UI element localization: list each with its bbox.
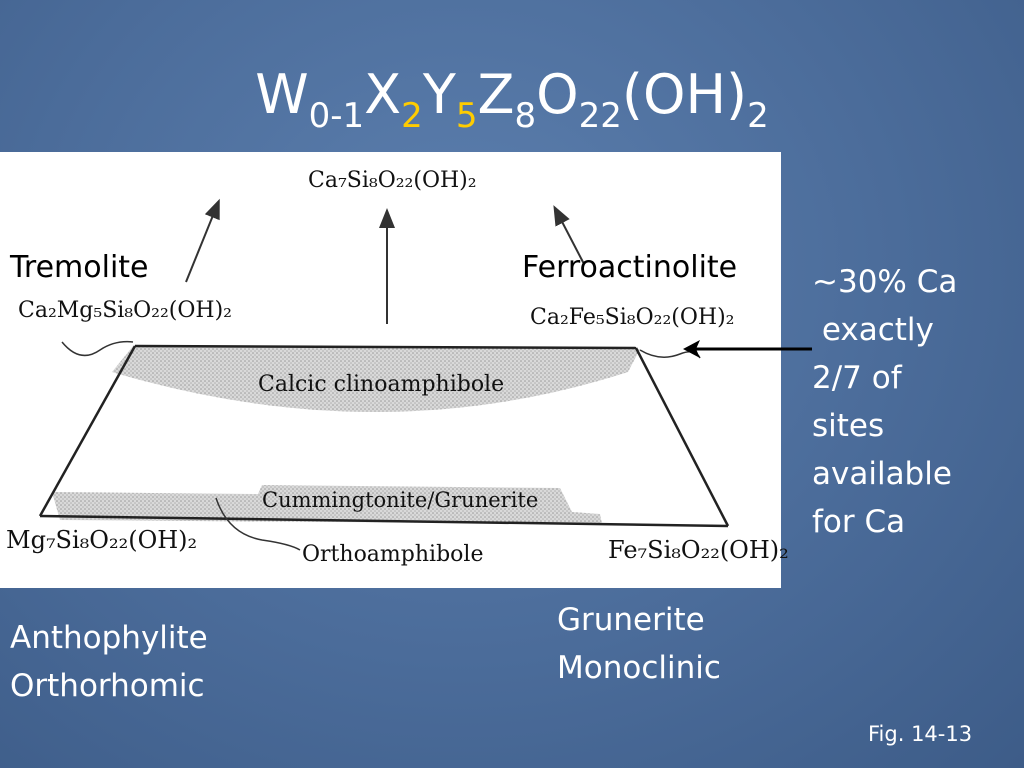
right-edge (634, 347, 730, 527)
note-arrow (683, 340, 812, 358)
bottom-edge (39, 514, 729, 528)
anthophylite-label: Anthophylite (10, 620, 208, 656)
figure-reference: Fig. 14-13 (868, 722, 973, 746)
title-sub-z: 8 (514, 96, 537, 136)
title-oh: (OH) (621, 63, 748, 126)
calcic-band (112, 346, 640, 412)
title-sub-oh: 2 (747, 96, 769, 136)
slide-title: W0-1X2Y5Z8O22(OH)2 (0, 60, 1024, 133)
note-line-2: exactly (812, 312, 934, 348)
title-sub-y: 5 (455, 96, 478, 136)
tremolite-label: Tremolite (10, 250, 149, 285)
note-line-4: sites (812, 408, 885, 444)
ca-note: ~30% Ca exactly 2/7 of sites available f… (812, 258, 1012, 546)
arrow-right (553, 205, 585, 265)
title-x: X (364, 63, 402, 126)
calcic-label: Calcic clinoamphibole (258, 372, 505, 397)
note-line-6: for Ca (812, 504, 906, 540)
cummingtonite-label: Cummingtonite/Grunerite (262, 488, 539, 512)
orthoamphibole-label: Orthoamphibole (302, 542, 484, 567)
left-edge (38, 345, 137, 517)
title-sub-o: 22 (578, 96, 622, 136)
title-o: O (536, 63, 579, 126)
note-line-5: available (812, 456, 952, 492)
leader-ortho (215, 497, 301, 551)
monoclinic-label: Monoclinic (557, 650, 721, 686)
ferroactinolite-label: Ferroactinolite (522, 250, 738, 285)
arrow-left (185, 198, 220, 283)
title-z: Z (477, 63, 515, 126)
amphibole-diagram: Ca₇Si₈O₂₂(OH)₂ Ca₂Mg₅Si₈O₂₂(OH)₂ Ca₂Fe₅S… (0, 152, 789, 588)
title-sub-x: 2 (401, 96, 423, 136)
leader-left-top (61, 340, 134, 357)
formula-fe-end: Fe₇Si₈O₂₂(OH)₂ (608, 536, 789, 564)
top-edge (134, 344, 637, 350)
diagram-graphics (38, 198, 730, 551)
note-line-1: ~30% Ca (812, 264, 958, 300)
formula-top: Ca₇Si₈O₂₂(OH)₂ (308, 168, 477, 193)
formula-mg-end: Mg₇Si₈O₂₂(OH)₂ (6, 526, 198, 554)
title-w: W (255, 63, 309, 126)
grunerite-label: Grunerite (557, 602, 705, 638)
title-y: Y (422, 63, 456, 126)
cummingtonite-band (52, 485, 602, 524)
title-sub-w: 0-1 (308, 96, 365, 136)
formula-tremolite: Ca₂Mg₅Si₈O₂₂(OH)₂ (18, 298, 233, 323)
formula-ferroactinolite: Ca₂Fe₅Si₈O₂₂(OH)₂ (530, 305, 735, 330)
orthorhomic-label: Orthorhomic (10, 668, 205, 704)
note-line-3: 2/7 of (812, 360, 902, 396)
